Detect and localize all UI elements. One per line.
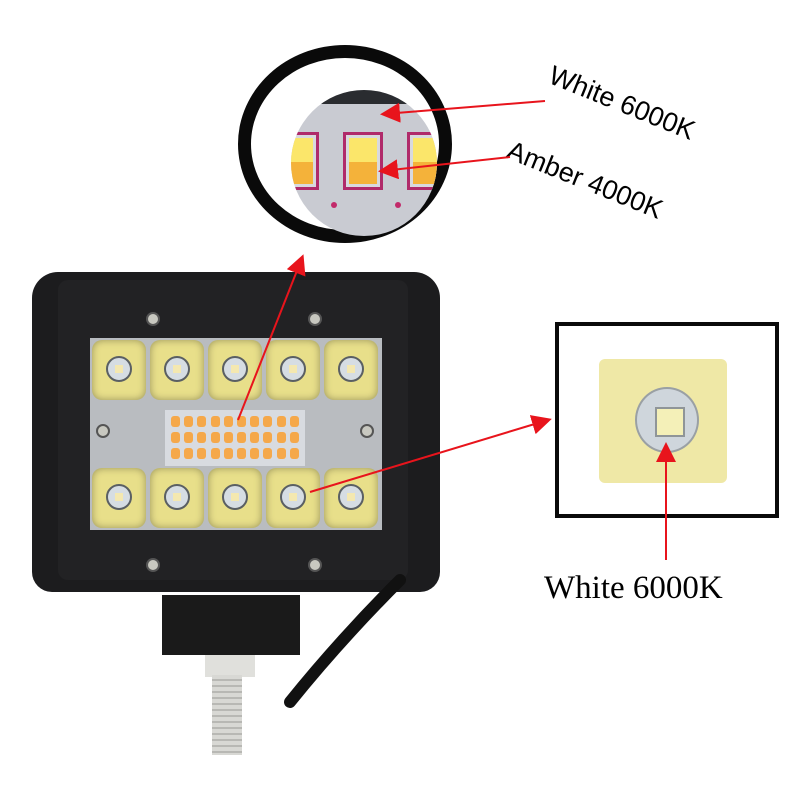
mounting-bracket (162, 595, 300, 655)
amber-led (210, 416, 220, 427)
amber-led (276, 416, 286, 427)
amber-led (197, 416, 207, 427)
amber-led (263, 448, 273, 459)
amber-led (263, 432, 273, 443)
amber-led (171, 416, 180, 427)
amber-led (237, 416, 246, 427)
amber-led (210, 448, 220, 459)
amber-led (250, 432, 260, 443)
amber-led (171, 432, 180, 443)
screw-icon (146, 312, 160, 326)
led-panel (90, 338, 382, 530)
label-white-6000k-bottom: White 6000K (544, 570, 723, 606)
hex-nut (205, 655, 255, 677)
screw-icon (96, 424, 110, 438)
amber-led (197, 448, 207, 459)
amber-led (184, 448, 194, 459)
amber-led-strip (165, 410, 305, 466)
amber-led (237, 432, 246, 443)
amber-led (223, 432, 233, 443)
power-cable (284, 574, 406, 708)
amber-led (276, 448, 286, 459)
screw-icon (308, 558, 322, 572)
amber-led (263, 416, 273, 427)
screw-icon (360, 424, 374, 438)
screw-icon (146, 558, 160, 572)
amber-led (171, 448, 180, 459)
amber-led (184, 416, 194, 427)
amber-led (250, 448, 260, 459)
magnified-chip-view (291, 90, 437, 236)
amber-led (289, 448, 299, 459)
mounting-bolt (212, 675, 242, 755)
emitter-die (655, 407, 685, 437)
amber-led (223, 416, 233, 427)
amber-led (289, 432, 299, 443)
amber-led (223, 448, 233, 459)
amber-led (276, 432, 286, 443)
amber-led (289, 416, 299, 427)
amber-led (237, 448, 246, 459)
amber-led (197, 432, 207, 443)
amber-led (210, 432, 220, 443)
amber-led (184, 432, 194, 443)
led-detail-box (555, 322, 779, 518)
screw-icon (308, 312, 322, 326)
amber-led (250, 416, 260, 427)
dual-color-chip (343, 132, 383, 190)
emitter-pad (599, 359, 727, 483)
